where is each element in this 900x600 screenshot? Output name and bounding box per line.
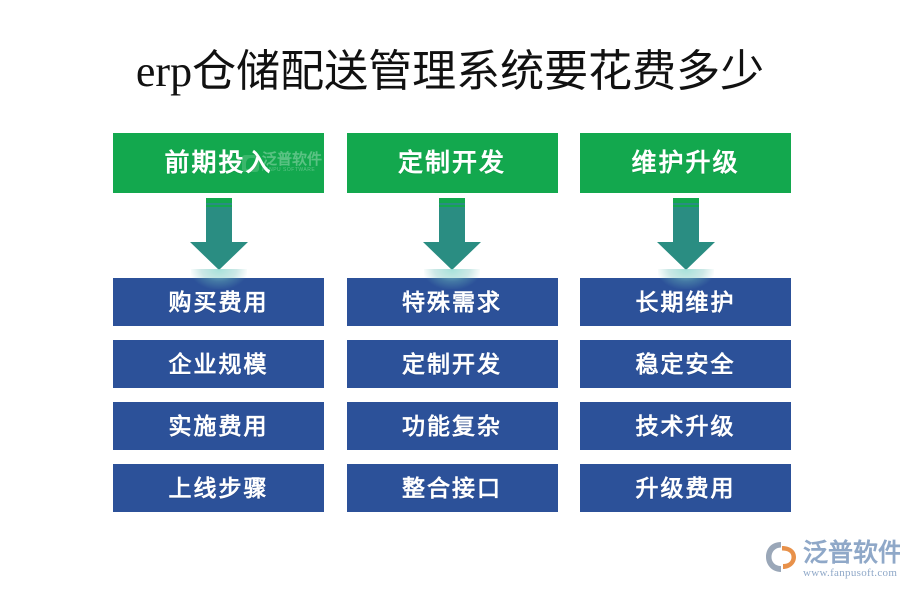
flow-columns: 前期投入 泛普软件 FANPU SOFTWARE 购买 (113, 133, 791, 513)
item-box-label: 企业规模 (168, 351, 269, 377)
item-box[interactable]: 整合接口 (346, 464, 558, 512)
item-box[interactable]: 升级费用 (580, 464, 791, 512)
arrow-container-1 (113, 193, 324, 278)
item-box[interactable]: 稳定安全 (580, 340, 791, 388)
item-box[interactable]: 功能复杂 (346, 402, 558, 450)
item-box[interactable]: 长期维护 (580, 269, 791, 326)
brand-logo[interactable]: 泛普软件 www.fanpusoft.com (765, 538, 900, 588)
item-box[interactable]: 上线步骤 (113, 464, 324, 512)
arrow-down-icon (423, 198, 481, 270)
flow-column-2: 定制开发 特殊需求 定制开发 功能复杂 整合接口 (346, 133, 558, 513)
item-box-label: 升级费用 (635, 475, 736, 501)
brand-text: 泛普软件 www.fanpusoft.com (803, 538, 900, 579)
item-box[interactable]: 特殊需求 (346, 269, 558, 326)
arrow-down-icon (189, 198, 248, 270)
item-box-label: 长期维护 (635, 289, 736, 315)
item-box-label: 整合接口 (402, 475, 502, 501)
item-box-label: 实施费用 (168, 413, 269, 439)
item-box-label: 上线步骤 (168, 475, 269, 501)
header-box-3-label: 维护升级 (631, 149, 740, 177)
item-box-label: 定制开发 (402, 351, 502, 377)
header-box-2[interactable]: 定制开发 (346, 133, 558, 193)
item-box[interactable]: 实施费用 (113, 402, 324, 450)
item-box-label: 特殊需求 (402, 289, 502, 315)
arrow-down-icon (656, 198, 715, 270)
fanpu-logo-icon (765, 541, 799, 573)
header-box-1-label: 前期投入 (164, 149, 273, 177)
header-box-3[interactable]: 维护升级 (580, 133, 791, 193)
item-box[interactable]: 企业规模 (113, 340, 324, 388)
brand-url: www.fanpusoft.com (803, 567, 898, 579)
item-box-label: 功能复杂 (402, 413, 502, 439)
header-box-1[interactable]: 前期投入 泛普软件 FANPU SOFTWARE (113, 133, 324, 193)
item-box-label: 稳定安全 (635, 351, 736, 377)
item-box[interactable]: 定制开发 (346, 340, 558, 388)
arrow-container-2 (347, 193, 558, 278)
flow-column-3: 维护升级 长期维护 稳定安全 技术升级 升级费用 (580, 133, 791, 513)
item-box[interactable]: 购买费用 (113, 269, 324, 326)
item-box[interactable]: 技术升级 (580, 402, 791, 450)
arrow-container-3 (580, 193, 791, 278)
header-box-2-label: 定制开发 (397, 149, 506, 177)
item-box-label: 购买费用 (168, 289, 269, 315)
flow-column-1: 前期投入 泛普软件 FANPU SOFTWARE 购买 (113, 133, 324, 513)
brand-name: 泛普软件 (803, 540, 900, 567)
page-title: erp仓储配送管理系统要花费多少 (135, 47, 765, 96)
item-box-label: 技术升级 (635, 413, 736, 439)
